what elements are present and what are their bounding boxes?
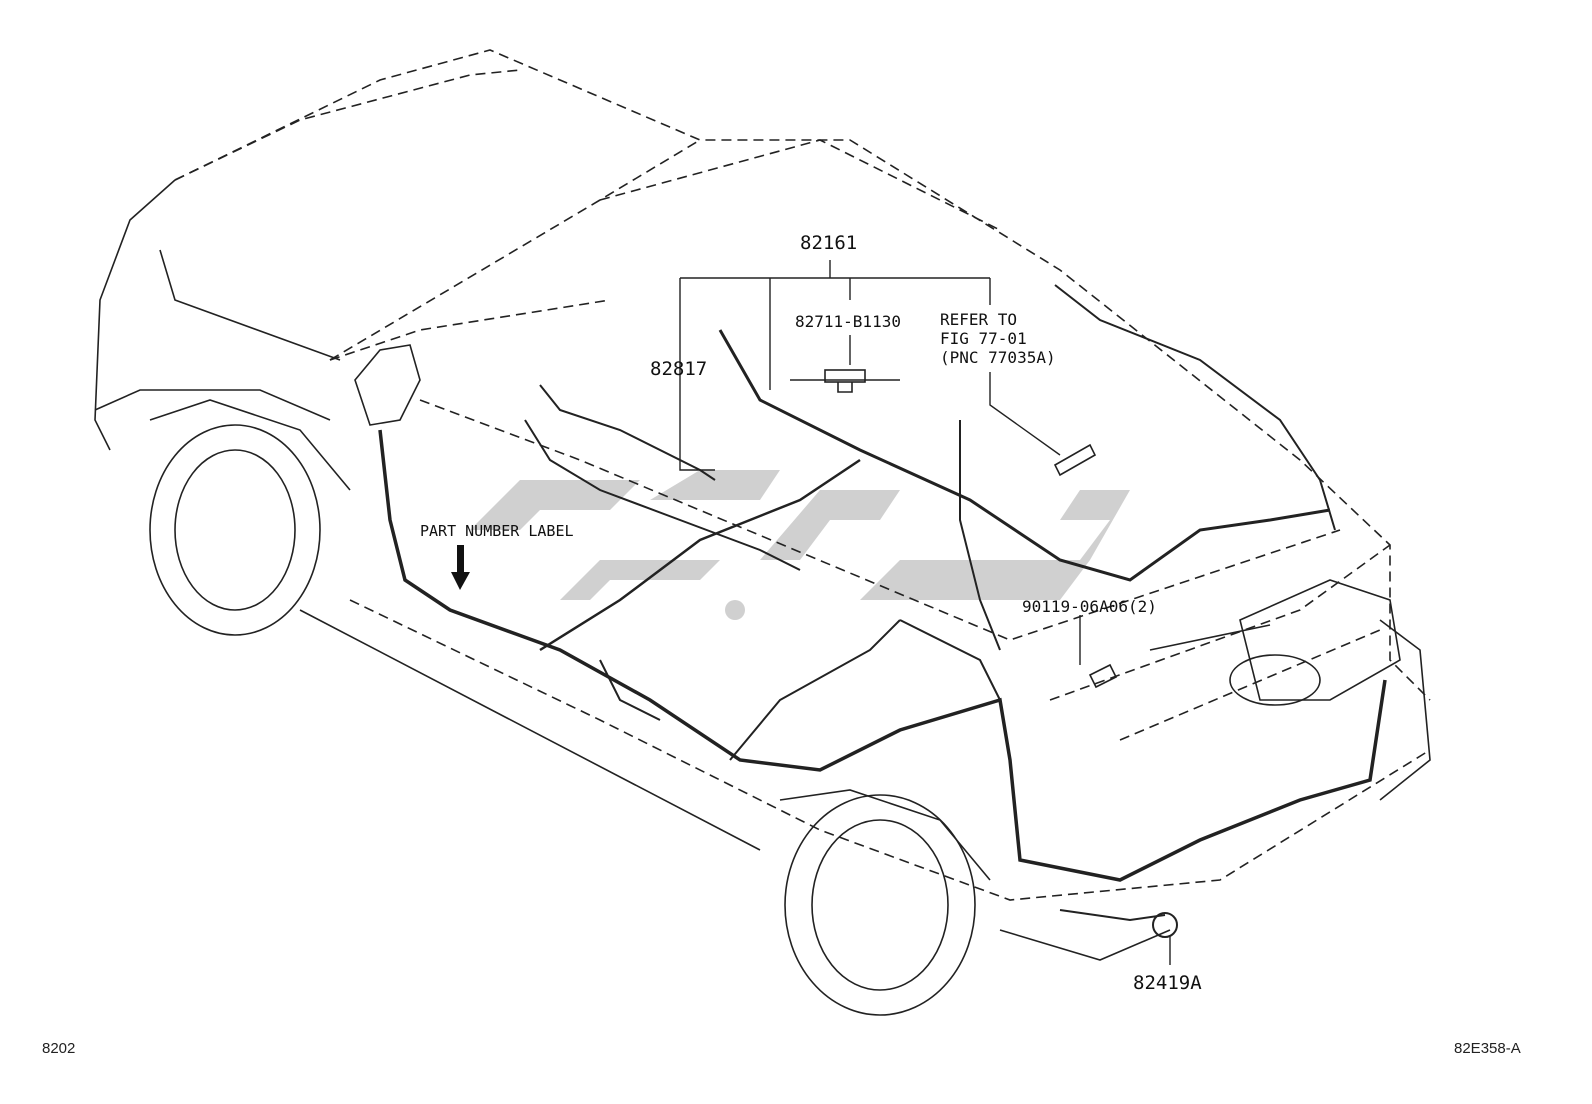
refer-note-line-2: FIG 77-01 [940,329,1027,348]
callout-82419a: 82419A [1133,972,1202,994]
label-tag-icon [1053,443,1097,477]
callout-82817: 82817 [650,358,708,380]
bracket-icon [790,369,900,393]
illustration-code: 82E358-A [1454,1040,1521,1057]
callout-90119-06a06: 90119-06A06(2) [1022,597,1157,616]
callout-82711-b1130: 82711-B1130 [795,312,901,331]
refer-note: REFER TO FIG 77-01 (PNC 77035A) [940,310,1056,367]
wire-harness [378,284,1387,938]
callout-82161: 82161 [800,232,858,254]
leader-lines [679,260,1171,965]
bolt-icon [1088,663,1118,689]
part-number-label-text: PART NUMBER LABEL [420,522,574,540]
refer-note-line-1: REFER TO [940,310,1018,329]
refer-note-line-3: (PNC 77035A) [940,348,1056,367]
figure-number: 8202 [42,1040,76,1057]
part-number-arrow-icon [451,545,470,590]
car-outline [94,49,1431,1016]
watermark-logo [470,470,1130,620]
